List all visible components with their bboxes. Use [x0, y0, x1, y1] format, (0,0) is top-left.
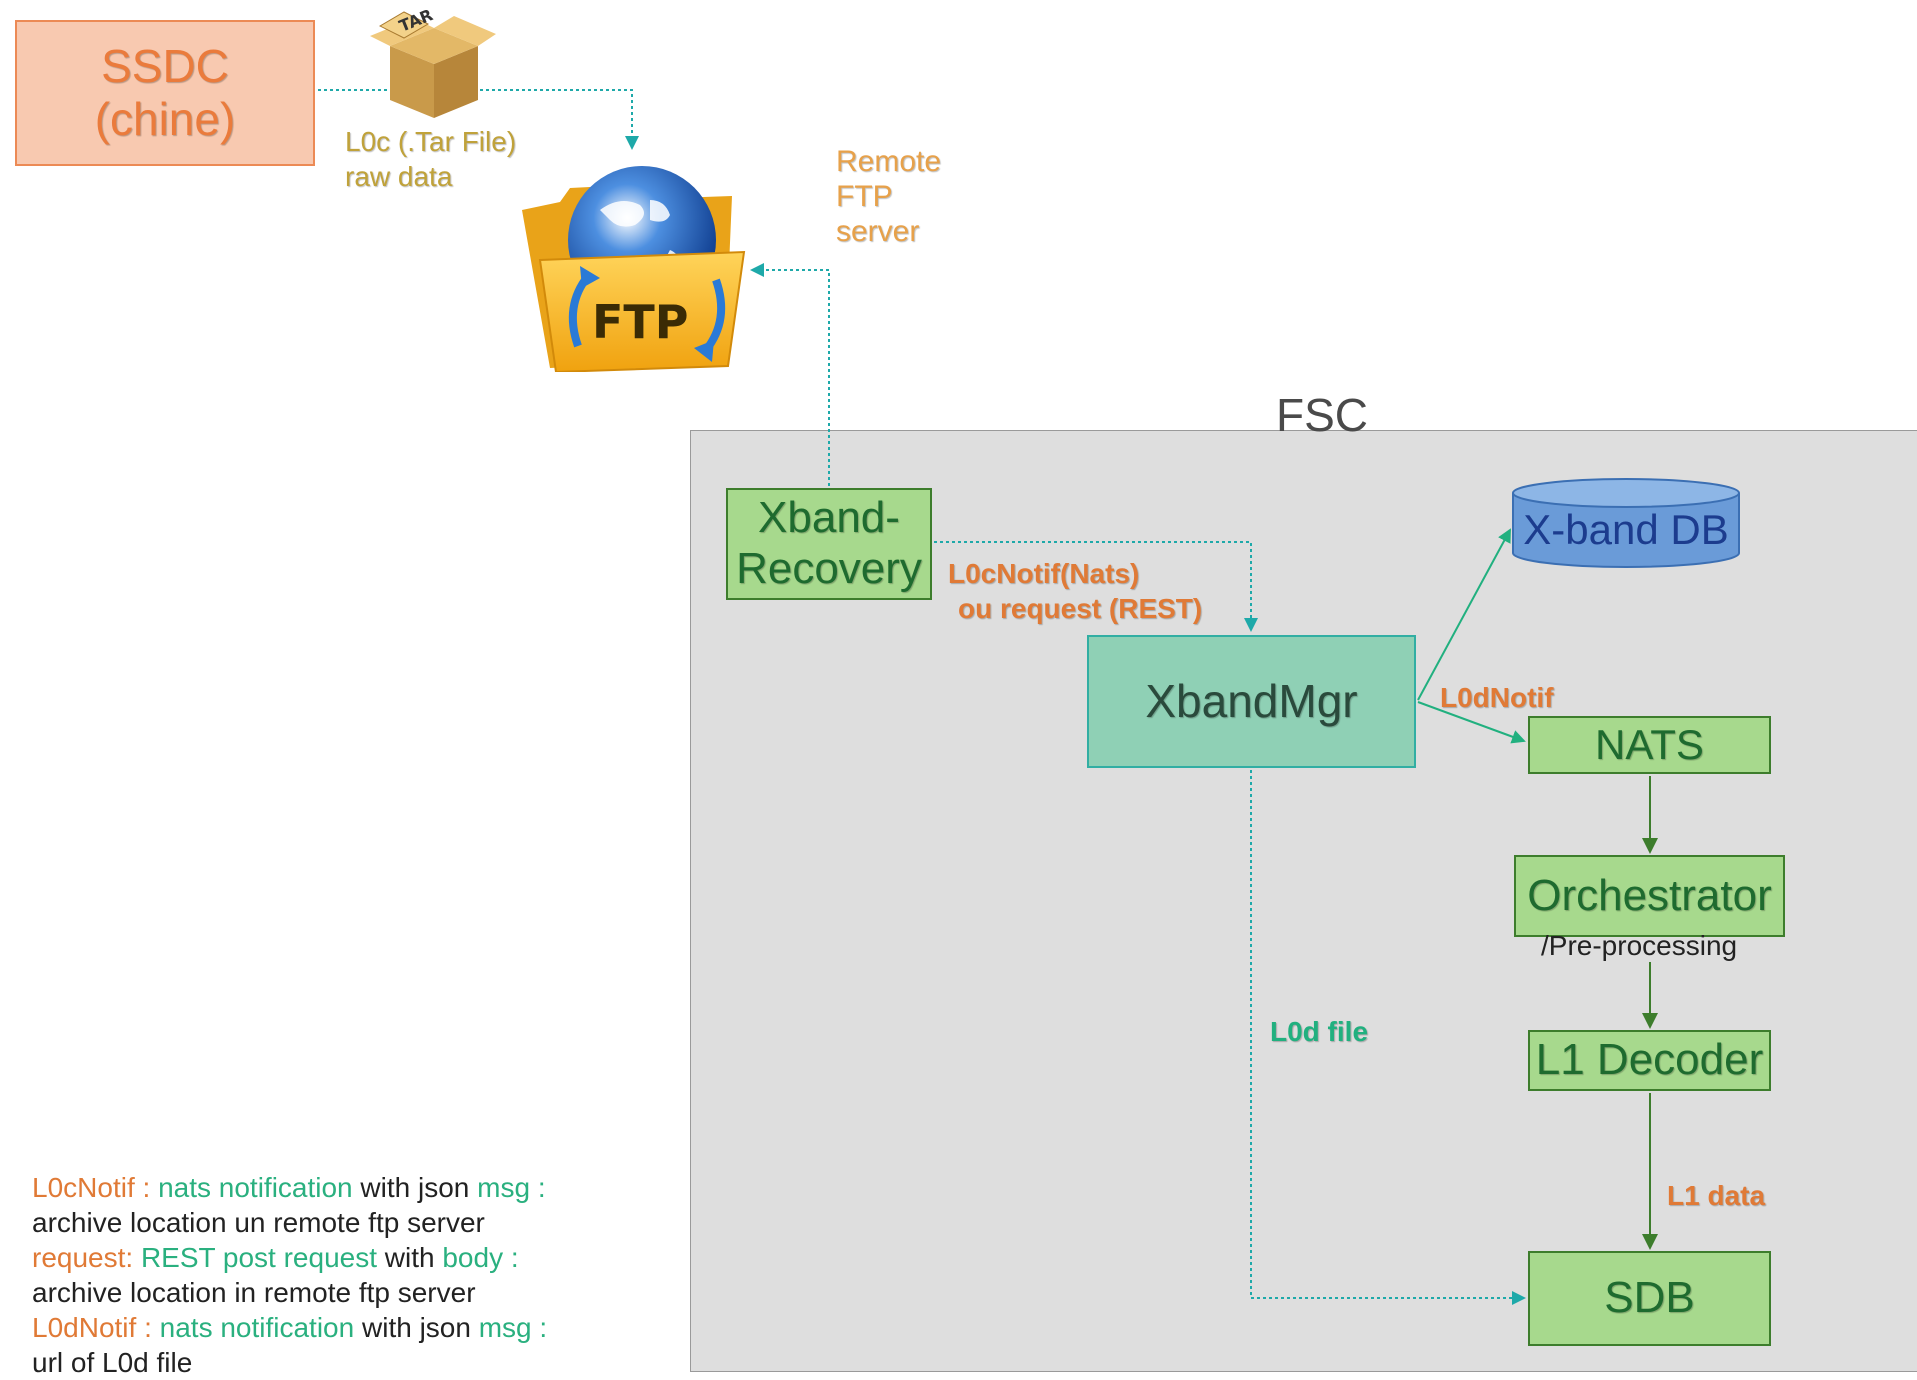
legend-kind: nats notification	[159, 1312, 355, 1343]
legend-mid: with json	[352, 1172, 478, 1203]
ssdc-box: SSDC (chine)	[15, 20, 315, 166]
orchestrator-node: Orchestrator	[1514, 855, 1785, 937]
legend-field: msg :	[477, 1172, 546, 1203]
tar-archive-icon: TAR	[370, 6, 496, 118]
legend-term: request:	[32, 1242, 134, 1273]
xband-recovery-line1: Xband-	[758, 493, 900, 543]
l0c-label-line2: raw data	[345, 161, 453, 192]
legend-entry: L0cNotif : nats notification with json m…	[32, 1170, 652, 1240]
legend: L0cNotif : nats notification with json m…	[32, 1170, 652, 1380]
legend-term: L0dNotif :	[32, 1312, 152, 1343]
xband-recovery-node: Xband- Recovery	[726, 488, 932, 600]
preprocessing-label: /Pre-processing	[1541, 930, 1738, 961]
legend-mid: with json	[354, 1312, 479, 1343]
remote-ftp-line1: Remote	[836, 145, 942, 178]
l0c-label-line1: L0c (.Tar File)	[345, 126, 517, 157]
xband-recovery-line2: Recovery	[736, 544, 922, 593]
l1-data-label: L1 data	[1667, 1180, 1766, 1211]
ssdc-line1: SSDC	[101, 40, 229, 93]
l0cnotif-line1: L0cNotif(Nats)	[948, 558, 1140, 589]
legend-term: L0cNotif :	[32, 1172, 151, 1203]
xbandmgr-node: XbandMgr	[1087, 635, 1416, 768]
remote-ftp-line3: server	[836, 215, 920, 248]
connector-xbandmgr-to-nats	[1417, 701, 1526, 744]
legend-desc: archive location in remote ftp server	[32, 1277, 476, 1308]
legend-kind: nats notification	[158, 1172, 353, 1203]
l0dnotif-label: L0dNotif	[1440, 682, 1554, 713]
xband-db-label: X-band DB	[1523, 505, 1729, 553]
ftp-icon-label: FTP	[592, 295, 689, 349]
legend-mid: with	[377, 1242, 443, 1273]
l0c-label: L0c (.Tar File) raw data	[345, 124, 516, 194]
nats-node: NATS	[1528, 716, 1771, 774]
legend-entry: L0dNotif : nats notification with json m…	[32, 1310, 652, 1380]
remote-ftp-label: Remote FTP server	[836, 144, 941, 249]
l0cnotif-label: L0cNotif(Nats) ou request (REST)	[948, 556, 1202, 626]
connector-xbandmgr-to-sdb	[1250, 770, 1526, 1305]
xband-db-cylinder	[1512, 478, 1740, 568]
remote-ftp-line2: FTP	[836, 180, 893, 213]
l0cnotif-line2: ou request (REST)	[958, 593, 1203, 624]
l0d-file-label: L0d file	[1270, 1016, 1369, 1047]
legend-entry: request: REST post request with body : a…	[32, 1240, 652, 1310]
legend-field: msg :	[478, 1312, 548, 1343]
legend-desc: archive location un remote ftp server	[32, 1207, 485, 1238]
sdb-node: SDB	[1528, 1251, 1771, 1346]
legend-field: body :	[442, 1242, 519, 1273]
l1-decoder-node: L1 Decoder	[1528, 1030, 1771, 1091]
fsc-title: FSC	[1276, 389, 1368, 441]
legend-kind: REST post request	[140, 1242, 377, 1273]
ftp-folder-icon: FTP	[522, 166, 746, 372]
connector-recovery-to-ftp	[750, 263, 830, 486]
legend-desc: url of L0d file	[32, 1347, 193, 1378]
connector-xbandmgr-to-db	[1417, 528, 1511, 701]
ssdc-line2: (chine)	[94, 93, 236, 145]
